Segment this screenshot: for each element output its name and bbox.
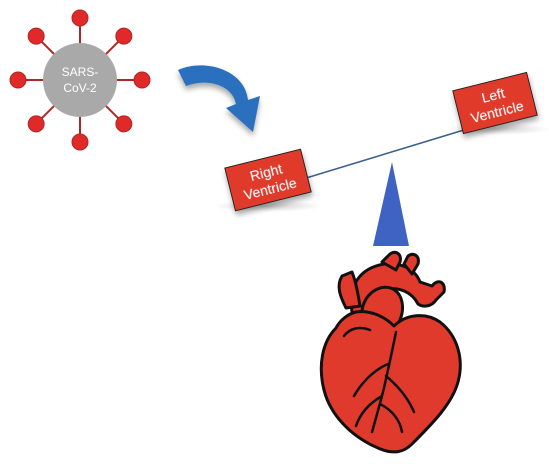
virus-label-line2: CoV-2	[63, 81, 97, 95]
heart-branch-line-4	[378, 402, 404, 434]
virus-spike-head	[27, 27, 45, 45]
left-ventricle-box: Left Ventricle	[452, 71, 538, 135]
seesaw: Right Ventricle Left Ventricle	[213, 71, 549, 246]
heart-pulmonary-branch-right	[402, 252, 420, 276]
heart-vena-cava	[337, 270, 362, 310]
heart-branch-line-3	[354, 394, 384, 428]
virus-spike-head	[133, 71, 151, 89]
seesaw-beam	[269, 118, 501, 190]
virus-spike-head	[71, 133, 89, 151]
right-ventricle-box: Right Ventricle	[224, 148, 312, 212]
curved-arrow-icon	[178, 65, 260, 132]
right-ventricle-rect	[224, 148, 312, 212]
left-ventricle-line1: Left	[480, 85, 507, 106]
heart-branch-line-2	[384, 374, 416, 414]
virus-spike-head	[27, 115, 45, 133]
heart-atrium-line	[342, 326, 372, 338]
heart-pulmonary-branch-left	[380, 250, 402, 272]
virus-spike-head	[115, 27, 133, 45]
heart-septum-line	[370, 330, 398, 434]
heart-branch-line-1	[352, 362, 390, 398]
virus-body	[43, 43, 117, 117]
right-ventricle-line1: Right	[248, 160, 284, 183]
heart-icon	[319, 250, 462, 454]
virus-label-line1: SARS-	[62, 65, 99, 79]
arrow-shape	[178, 65, 260, 132]
virus-spike-head	[115, 115, 133, 133]
virus-spike-head	[71, 9, 89, 27]
left-ventricle-rect	[452, 71, 538, 135]
seesaw-fulcrum	[373, 162, 409, 246]
virus-spikes	[9, 9, 151, 151]
virus-icon: SARS- CoV-2	[9, 9, 151, 151]
virus-spike-head	[9, 71, 27, 89]
